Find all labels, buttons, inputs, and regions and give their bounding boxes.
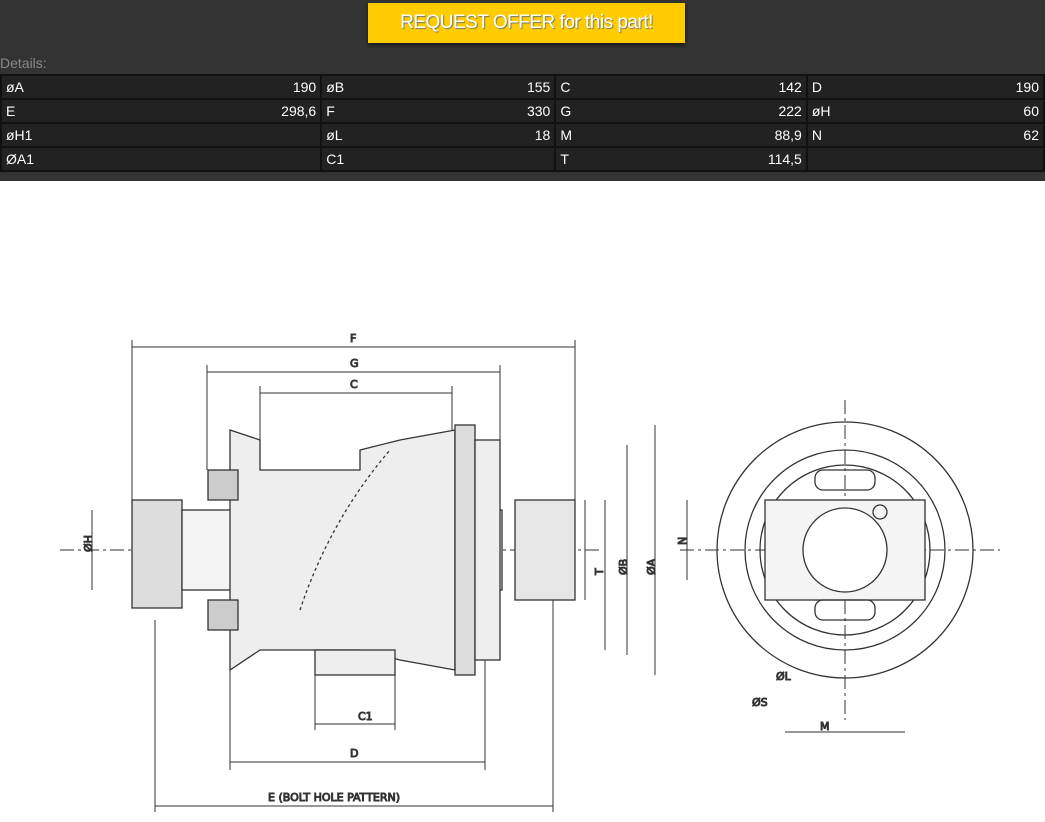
label-m: M — [820, 720, 830, 733]
dimension-value: 142 — [636, 74, 808, 100]
label-c1: C1 — [358, 710, 373, 723]
dimension-key: E — [0, 98, 148, 124]
dimension-value: 114,5 — [636, 146, 808, 172]
label-n: N — [676, 537, 689, 545]
label-h: ØH — [82, 535, 95, 552]
dimension-key: øL — [320, 122, 428, 148]
dimension-key: øH — [805, 98, 917, 124]
dimension-value: 190 — [147, 74, 323, 100]
dimension-key: F — [320, 98, 428, 124]
dimension-value — [147, 122, 323, 148]
dimension-value: 60 — [916, 98, 1045, 124]
dimension-value: 298,6 — [147, 98, 323, 124]
dimension-key: C — [554, 74, 637, 100]
roller-end-view — [680, 400, 1000, 720]
label-d: D — [350, 747, 358, 760]
dimension-lines — [91, 340, 905, 812]
dimension-value: 88,9 — [636, 122, 808, 148]
dimension-key: øB — [320, 74, 428, 100]
dimension-value — [916, 146, 1045, 172]
dimension-key — [805, 146, 917, 172]
dimension-labels: F G C ØH T ØB ØA N ØL ØS M C1 D E (BOLT … — [82, 332, 831, 805]
dimension-value: 18 — [427, 122, 557, 148]
header-area: REQUEST OFFER for this part! Details: øA… — [0, 0, 1045, 181]
dimension-key: ØA1 — [0, 146, 148, 172]
dimension-value: 222 — [636, 98, 808, 124]
dimension-key: M — [554, 122, 637, 148]
dimension-key: C1 — [320, 146, 428, 172]
dimension-key: øH1 — [0, 122, 148, 148]
dimension-key: T — [554, 146, 637, 172]
dimension-key: G — [554, 98, 637, 124]
label-s: ØS — [752, 696, 768, 709]
request-offer-button[interactable]: REQUEST OFFER for this part! — [368, 3, 685, 43]
dimension-value — [427, 146, 557, 172]
label-g: G — [350, 357, 359, 370]
label-b: ØB — [617, 559, 630, 575]
label-a: ØA — [645, 558, 658, 575]
label-l: ØL — [776, 670, 792, 683]
dimension-value: 155 — [427, 74, 557, 100]
label-f: F — [350, 332, 356, 345]
label-t: T — [593, 568, 606, 576]
dimension-key: øA — [0, 74, 148, 100]
details-label: Details: — [0, 55, 47, 71]
dimension-value: 62 — [916, 122, 1045, 148]
roller-side-view — [131, 424, 576, 676]
dimension-value: 190 — [916, 74, 1045, 100]
label-c: C — [350, 378, 358, 391]
dimension-value — [147, 146, 323, 172]
dimension-key: N — [805, 122, 917, 148]
dimension-value: 330 — [427, 98, 557, 124]
label-e: E (BOLT HOLE PATTERN) — [268, 791, 400, 804]
dimension-key: D — [805, 74, 917, 100]
technical-drawing: F G C ØH T ØB ØA N ØL ØS M C1 D E (BOLT … — [60, 332, 1000, 812]
